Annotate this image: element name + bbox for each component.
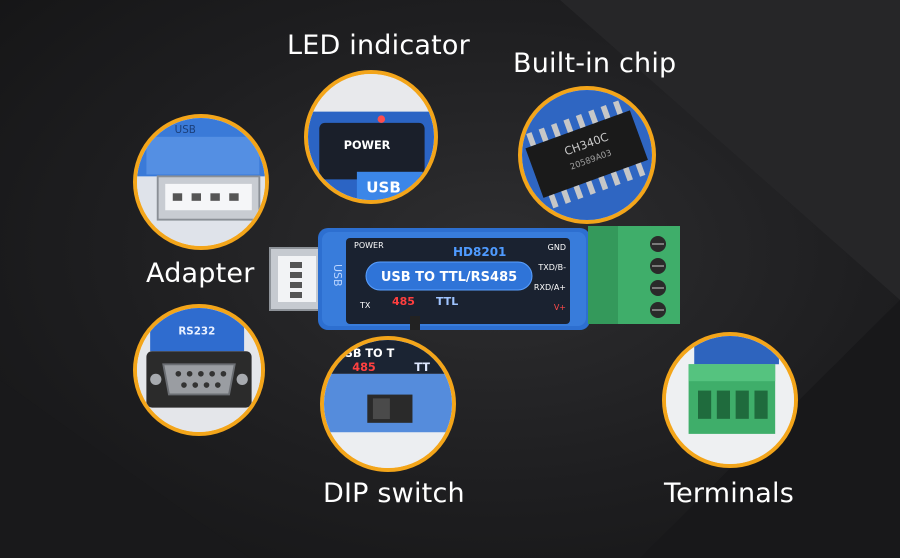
zoom-rs-side-text: RS bbox=[141, 313, 155, 324]
terminals-label: Terminals bbox=[664, 478, 794, 509]
zoom-usb-partial-text: USB bbox=[366, 178, 401, 196]
device-power-label: POWER bbox=[354, 241, 384, 250]
dip-switch-zoom-circle: SB TO T 485 TT bbox=[320, 336, 456, 472]
zoom-switch-ttl-text: TT bbox=[414, 361, 430, 374]
pin-txd-label: TXD/B- bbox=[537, 263, 566, 272]
rs232-adapter-zoom: RS232 RS bbox=[137, 308, 261, 432]
usb-plug-zoom-circle: USB bbox=[133, 114, 269, 250]
adapter-label: Adapter bbox=[146, 258, 255, 289]
device-label-panel bbox=[346, 238, 570, 324]
chip-zoom: CH340C 20589A03 bbox=[522, 90, 652, 220]
device-tx-label: TX bbox=[359, 301, 371, 310]
device-dip-switch bbox=[410, 316, 420, 330]
zoom-switch-top-text: SB TO T bbox=[345, 347, 395, 360]
zoom-switch-485-text: 485 bbox=[352, 361, 376, 374]
device-title: USB TO TTL/RS485 bbox=[381, 270, 517, 285]
dip-switch-zoom: SB TO T 485 TT bbox=[324, 340, 452, 468]
built-in-chip-label: Built-in chip bbox=[513, 48, 677, 79]
led-indicator-label: LED indicator bbox=[287, 30, 470, 61]
dip-switch-label: DIP switch bbox=[323, 478, 465, 509]
pin-gnd-label: GND bbox=[548, 243, 566, 252]
device-485-label: 485 bbox=[392, 295, 415, 308]
device-ttl-label: TTL bbox=[436, 295, 458, 308]
terminals-zoom-circle bbox=[662, 332, 798, 468]
rs232-adapter-zoom-circle: RS232 RS bbox=[133, 304, 265, 436]
device-body bbox=[318, 228, 590, 330]
led-zoom-circle: POWER USB bbox=[304, 70, 438, 204]
device-model: HD8201 bbox=[453, 245, 506, 259]
chip-zoom-circle: CH340C 20589A03 bbox=[518, 86, 656, 224]
zoom-rs232-text: RS232 bbox=[178, 325, 215, 337]
led-zoom: POWER USB bbox=[308, 74, 434, 200]
zoom-power-text: POWER bbox=[344, 139, 391, 152]
terminals-zoom bbox=[666, 336, 794, 464]
pin-v-label: V+ bbox=[554, 303, 566, 312]
pin-rxd-label: RXD/A+ bbox=[534, 283, 566, 292]
device-usb-side-label: USB bbox=[331, 264, 344, 287]
usb-plug bbox=[269, 247, 323, 311]
usb-plug-zoom: USB bbox=[137, 118, 265, 246]
terminal-block bbox=[588, 226, 680, 324]
zoom-usb-text: USB bbox=[175, 124, 196, 136]
